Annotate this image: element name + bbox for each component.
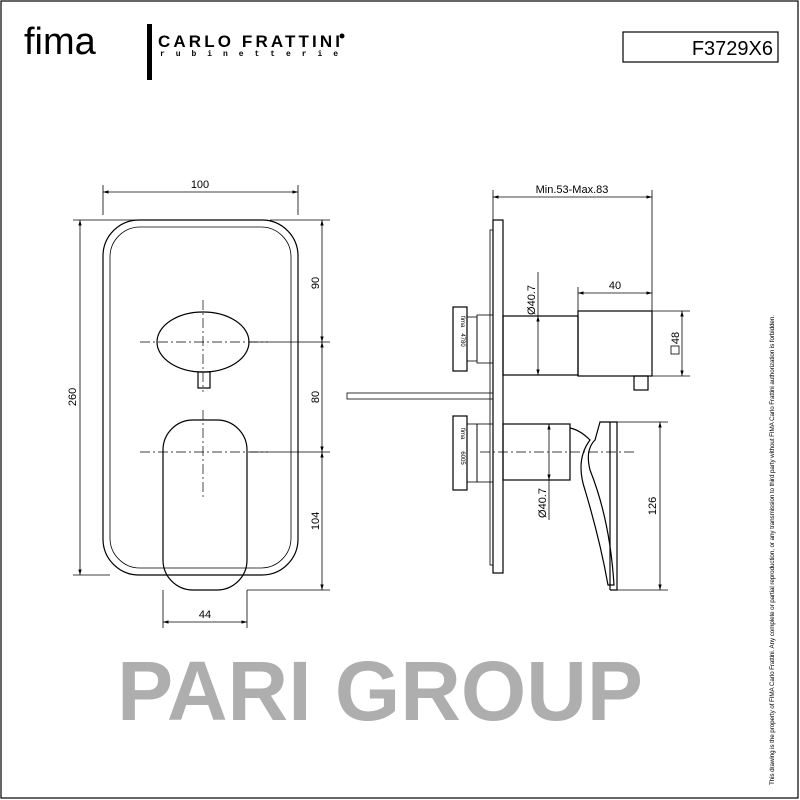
logo-tagline: rubinetterie (160, 50, 338, 59)
copyright-notice: This drawing is the property of FIMA Car… (769, 315, 776, 785)
front-view: 100 260 90 80 104 44 (67, 179, 330, 628)
dim-upper-offset: 90 (310, 277, 322, 289)
diverter-knob-side (577, 310, 653, 377)
dim-lower-diameter: Ø40.7 (537, 488, 549, 518)
dim-height: 260 (67, 388, 79, 406)
cartridge-label-lower: 6005 (459, 451, 465, 465)
logo-company: CARLO FRATTINI (158, 32, 340, 51)
model-code: F3729X6 (692, 38, 773, 60)
side-plate (492, 219, 504, 574)
dim-middle-offset: 80 (310, 391, 322, 403)
fima-carlo-frattini-logo: fima CARLO FRATTINI rubinetterie (24, 21, 345, 80)
mixer-lever (162, 419, 248, 591)
dim-knob-square: 48 (670, 332, 682, 344)
cartridge-brand-lower: fima (459, 428, 465, 440)
dim-lever-width: 44 (199, 609, 211, 621)
lever-side (569, 421, 618, 591)
logo-brand: fima (24, 21, 97, 63)
watermark: PARI GROUP (117, 644, 643, 738)
dim-lower-offset: 104 (310, 512, 322, 530)
model-code-box (622, 31, 779, 63)
side-view: 4780 fima 6005 fima Ø40.7 Ø40.7 Min.53-M… (346, 184, 690, 591)
pipe (346, 392, 494, 400)
logo-divider (147, 24, 152, 80)
dim-knob-length: 40 (609, 280, 621, 292)
dim-width: 100 (191, 179, 209, 191)
cartridge-label-upper: 4780 (459, 333, 465, 347)
dim-depth-range: Min.53-Max.83 (536, 184, 609, 196)
dim-upper-diameter: Ø40.7 (526, 285, 538, 315)
wall-plate (102, 219, 299, 576)
dim-lever-height: 126 (647, 497, 659, 515)
cartridge-brand-upper: fima (459, 316, 465, 328)
